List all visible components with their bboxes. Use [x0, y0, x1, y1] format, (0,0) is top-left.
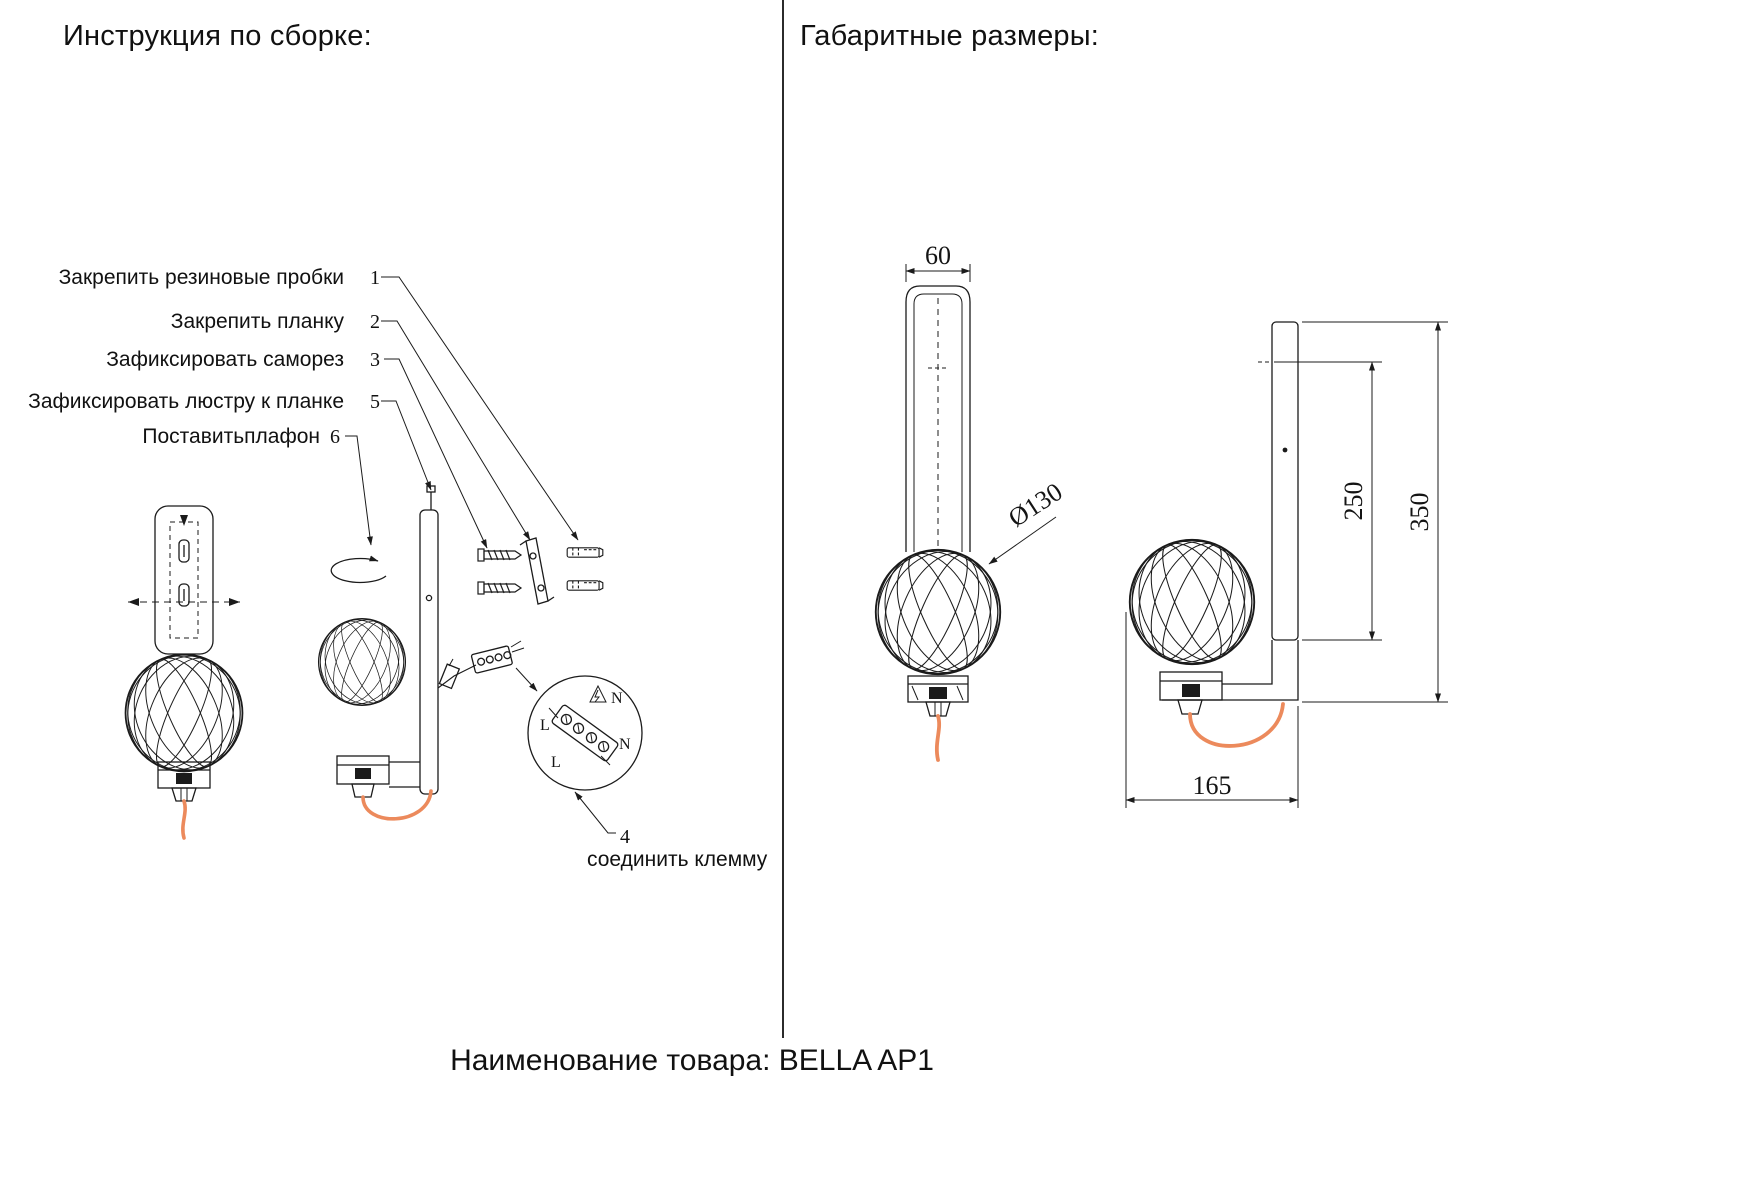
- dimension-front-view: [872, 264, 1057, 762]
- dim-globe-diameter: Ø130: [1003, 477, 1067, 533]
- rotate-arrow-icon: [330, 555, 387, 584]
- assembly-step-1-number: 1: [370, 267, 380, 289]
- screw-icon: [477, 548, 522, 562]
- terminal-note-number: 4: [620, 826, 630, 848]
- assembly-section-title: Инструкция по сборке:: [63, 20, 372, 52]
- assembly-step-5: Зафиксировать люстру к планке 5: [0, 390, 380, 414]
- dim-plate-height: 250: [1339, 482, 1368, 521]
- power-cord: [181, 799, 187, 840]
- mounting-bracket: [525, 537, 549, 605]
- warning-triangle-icon: [589, 684, 607, 703]
- terminal-label-l-bottom: L: [551, 754, 561, 771]
- assembly-step-1: Закрепить резиновые пробки 1: [0, 266, 380, 290]
- assembly-step-6-number: 6: [330, 426, 340, 448]
- terminal-label-l-left: L: [540, 717, 550, 734]
- assembly-step-3-label: Зафиксировать саморез: [106, 348, 344, 371]
- assembly-step-6: Поставитьплафон 6: [0, 425, 340, 449]
- left-arrow-icon: [128, 598, 139, 606]
- lamp-globe-side: [1126, 536, 1258, 668]
- assembly-step-1-label: Закрепить резиновые пробки: [58, 266, 344, 289]
- terminal-note-label: соединить клемму: [587, 848, 768, 871]
- assembly-step-3: Зафиксировать саморез 3: [0, 348, 380, 372]
- dimension-side-view: [1125, 321, 1448, 808]
- assembly-step-2-label: Закрепить планку: [170, 310, 344, 333]
- wall-anchor-icon: [566, 547, 604, 558]
- lamp-globe-front: [122, 651, 246, 775]
- screw-icon: [477, 581, 522, 595]
- terminal-detail: [527, 675, 643, 791]
- product-name: Наименование товара: BELLA AP1: [450, 1044, 934, 1077]
- lamp-shade-exploded: [316, 616, 408, 708]
- power-cord: [934, 714, 942, 762]
- assembly-hardware: [477, 537, 604, 605]
- dim-leader-diameter: [988, 516, 1057, 565]
- lamp-globe-front: [872, 546, 1004, 678]
- assembly-step-5-label: Зафиксировать люстру к планке: [28, 390, 344, 413]
- terminal-label-n-top: N: [611, 690, 623, 707]
- dim-bracket-width: 60: [925, 241, 951, 270]
- assembly-leader-lines: [345, 276, 616, 834]
- wall-anchor-icon: [566, 580, 604, 591]
- dim-depth: 165: [1193, 771, 1232, 800]
- right-arrow-icon: [229, 598, 240, 606]
- section-divider: [782, 0, 784, 1038]
- assembly-step-2: Закрепить планку 2: [0, 310, 380, 334]
- assembly-step-5-number: 5: [370, 391, 380, 413]
- assembly-step-3-number: 3: [370, 349, 380, 371]
- terminal-block: [470, 645, 513, 674]
- assembly-step-6-label: Поставитьплафон: [142, 425, 320, 448]
- power-cord: [1188, 702, 1285, 748]
- assembly-front-view: [122, 505, 246, 840]
- dim-total-height: 350: [1405, 493, 1434, 532]
- down-arrow-icon: [180, 515, 188, 526]
- assembly-step-2-number: 2: [370, 311, 380, 333]
- terminal-label-n-right: N: [619, 736, 631, 753]
- assembly-side-view: [316, 485, 538, 821]
- power-cord: [361, 789, 433, 821]
- dimensions-section-title: Габаритные размеры:: [800, 20, 1100, 52]
